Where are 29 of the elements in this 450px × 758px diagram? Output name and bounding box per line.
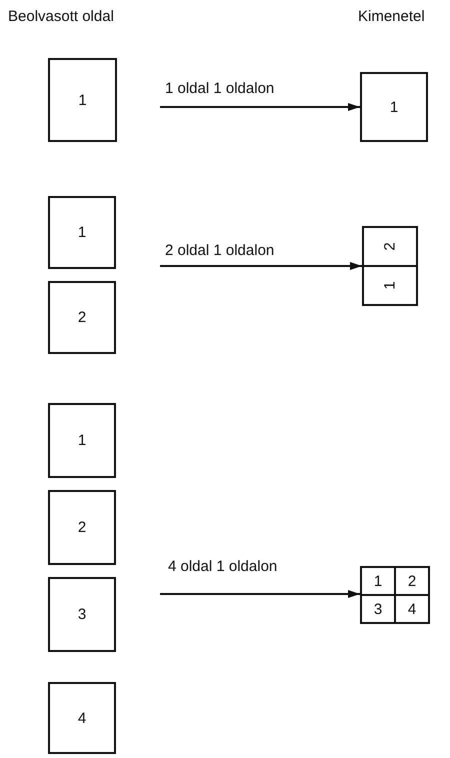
- page-box: [360, 566, 428, 622]
- page-number: 2: [78, 309, 86, 326]
- page-box: [48, 682, 116, 754]
- page-box: [48, 196, 116, 269]
- page-number: 2: [408, 572, 416, 590]
- page-number: 1: [382, 281, 398, 290]
- page-box: [48, 577, 116, 652]
- page-number: 1: [78, 432, 86, 449]
- page-box: [394, 594, 430, 624]
- page-number: 4: [78, 710, 86, 726]
- arrow: [160, 590, 360, 598]
- page-number: 3: [374, 600, 382, 618]
- page-box: [48, 281, 116, 354]
- page-box: [360, 72, 428, 142]
- page-number: 3: [78, 606, 86, 623]
- page-box: [48, 403, 116, 478]
- page-number: 2: [78, 519, 86, 536]
- page-number: 1: [78, 92, 87, 108]
- page-number: 1: [374, 572, 382, 590]
- page-number: 4: [408, 600, 416, 618]
- arrow: [160, 262, 362, 270]
- column-heading: Kimenetel: [358, 8, 425, 25]
- page-box: [48, 490, 116, 565]
- page-number: 2: [382, 242, 398, 251]
- page-number: 1: [78, 224, 86, 241]
- column-heading: Beolvasott oldal: [8, 8, 114, 25]
- arrow: [160, 103, 360, 111]
- page-box: [48, 58, 117, 142]
- page-number: 1: [390, 98, 398, 116]
